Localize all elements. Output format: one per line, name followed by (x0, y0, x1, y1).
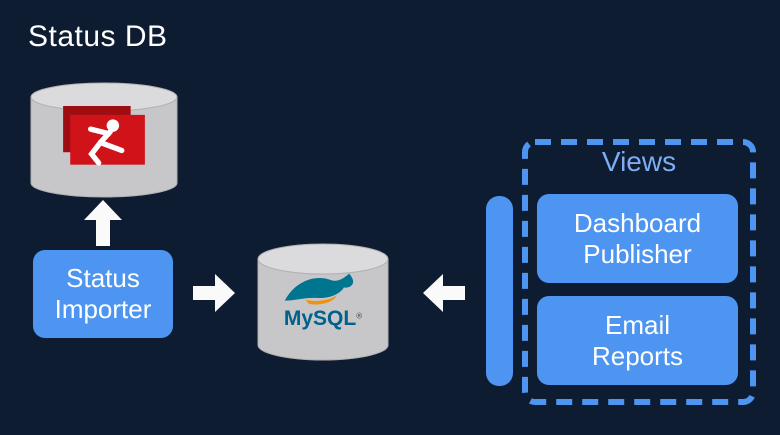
mysql-wordmark: MySQL (283, 307, 357, 330)
status-db-cylinder (30, 82, 178, 198)
arrow-right-icon (193, 274, 235, 312)
status-importer-node: Status Importer (33, 250, 173, 338)
dashboard-publisher-label: Dashboard Publisher (573, 207, 702, 269)
views-connector-bar (486, 196, 513, 386)
dashboard-publisher-node: Dashboard Publisher (537, 194, 738, 283)
arrow-left-icon (423, 274, 465, 312)
email-reports-label: Email Reports (591, 309, 684, 371)
views-label: Views (601, 146, 677, 177)
mysql-dolphin-icon (284, 273, 354, 305)
arrow-up-icon (84, 200, 122, 246)
cylinder-shape (257, 243, 389, 361)
registered-mark: ® (356, 311, 363, 321)
mysql-logo: MySQL® (268, 271, 378, 331)
status-db-label: Status DB (28, 20, 168, 53)
email-reports-node: Email Reports (537, 296, 738, 385)
status-db-logo-icon (63, 106, 145, 166)
views-group-border (522, 139, 756, 405)
figure-silhouette (88, 119, 125, 166)
mysql-cylinder: MySQL® (257, 243, 389, 361)
status-importer-label: Status Importer (54, 263, 152, 324)
